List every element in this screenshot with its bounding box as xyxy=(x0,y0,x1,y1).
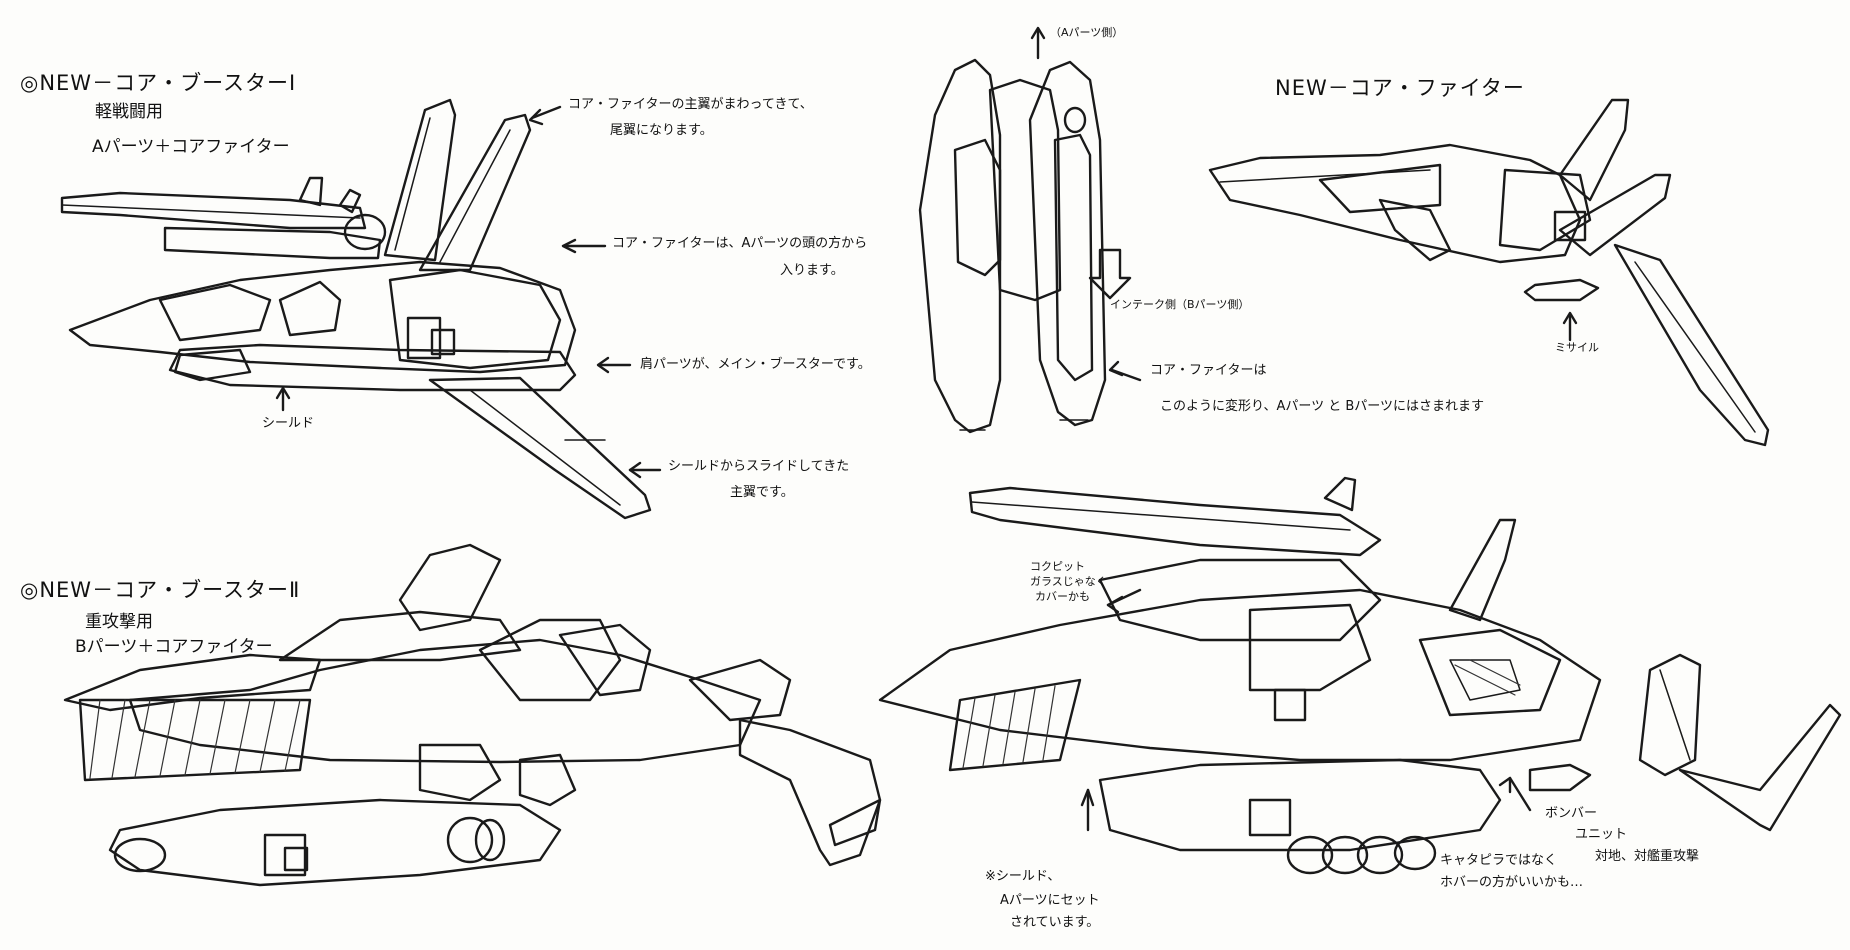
bomber-unit-sketch xyxy=(878,476,1842,875)
booster2-shield xyxy=(78,698,312,782)
note-inner-side: インテーク側（Bパーツ側） xyxy=(1110,298,1250,311)
bomber-tail-boom xyxy=(1678,703,1842,832)
bomber-rear-fin xyxy=(1638,653,1702,777)
note-main-wing-tail-2: 尾翼になります。 xyxy=(610,123,713,138)
note-shield2-2: Aパーツにセット xyxy=(1000,893,1100,908)
booster1-tail-fin-left xyxy=(383,98,457,262)
booster1-shield xyxy=(173,348,252,382)
booster1-upper-cannon xyxy=(60,191,367,230)
core-booster-1-sketch xyxy=(60,98,652,520)
booster1-lower-cannon xyxy=(163,226,382,260)
note-shield2-3: されています。 xyxy=(1010,915,1100,930)
core-fighter-sketch xyxy=(1208,98,1770,447)
note-shield2-1: ※シールド、 xyxy=(985,869,1061,884)
bomber-hull xyxy=(878,588,1602,762)
bomber-cannon xyxy=(968,486,1382,557)
fighter-main-wing xyxy=(1613,243,1770,447)
note-shield-slide-2: 主翼です。 xyxy=(730,485,794,500)
note-cockpit-3: カバーかも xyxy=(1035,590,1090,603)
booster1-parts: Aパーツ＋コアファイター xyxy=(92,137,290,157)
fighter-fuselage xyxy=(1208,143,1582,264)
booster2-lower-body xyxy=(108,798,562,887)
note-shield-slide-1: シールドからスライドしてきた xyxy=(668,459,850,474)
fighter-fold-left xyxy=(918,58,1002,434)
booster1-title: ◎NEW－コア・ブースターⅠ xyxy=(20,71,297,95)
booster2-tail xyxy=(738,718,882,867)
booster1-main-wing xyxy=(428,376,652,520)
note-missile: ミサイル xyxy=(1555,341,1599,354)
transform-sketch xyxy=(918,26,1132,434)
booster2-title: ◎NEW－コア・ブースターⅡ xyxy=(20,578,301,602)
down-arrow xyxy=(1088,248,1132,300)
note-bomber-3: 対地、対艦重攻撃 xyxy=(1595,849,1700,864)
fighter-missile xyxy=(1523,278,1600,302)
note-shield: シールド xyxy=(262,416,315,431)
fighter-title: NEW－コア・ファイター xyxy=(1275,76,1525,100)
booster1-subtitle: 軽戦闘用 xyxy=(95,102,163,122)
note-cockpit-1: コクピット xyxy=(1030,560,1085,573)
note-cockpit-2: ガラスじゃなく xyxy=(1030,575,1107,588)
note-enters-2: 入ります。 xyxy=(780,263,844,278)
note-main-wing-tail-1: コア・ファイターの主翼がまわってきて、 xyxy=(568,97,813,112)
note-bomber-1: ボンバー xyxy=(1545,806,1598,821)
note-shoulder: 肩パーツが、メイン・ブースターです。 xyxy=(640,357,871,372)
booster2-parts: Bパーツ＋コアファイター xyxy=(75,637,273,657)
note-hover-1: キャタピラではなく xyxy=(1440,853,1558,868)
note-a-side: （Aパーツ側） xyxy=(1050,26,1124,39)
booster2-subtitle: 重攻撃用 xyxy=(85,612,153,632)
fighter-tail-fin xyxy=(1558,98,1630,202)
fighter-fold-right xyxy=(1028,60,1107,427)
note-transform-2: このように変形り、Aパーツ と Bパーツにはさまれます xyxy=(1160,399,1485,414)
booster2-fuselage xyxy=(128,638,762,764)
bomber-lower-body xyxy=(1098,758,1502,852)
core-booster-2-sketch xyxy=(63,543,882,887)
annotation-arrows xyxy=(275,105,1142,479)
note-hover-2: ホバーの方がいいかも… xyxy=(1440,875,1584,890)
booster1-engine-block xyxy=(388,268,562,370)
booster2-fin xyxy=(398,543,502,632)
note-transform-1: コア・ファイターは xyxy=(1150,363,1267,378)
note-bomber-2: ユニット xyxy=(1575,827,1628,842)
bomber-dorsal-fin xyxy=(1448,518,1517,622)
note-enters-1: コア・ファイターは、Aパーツの頭の方から xyxy=(612,236,868,251)
